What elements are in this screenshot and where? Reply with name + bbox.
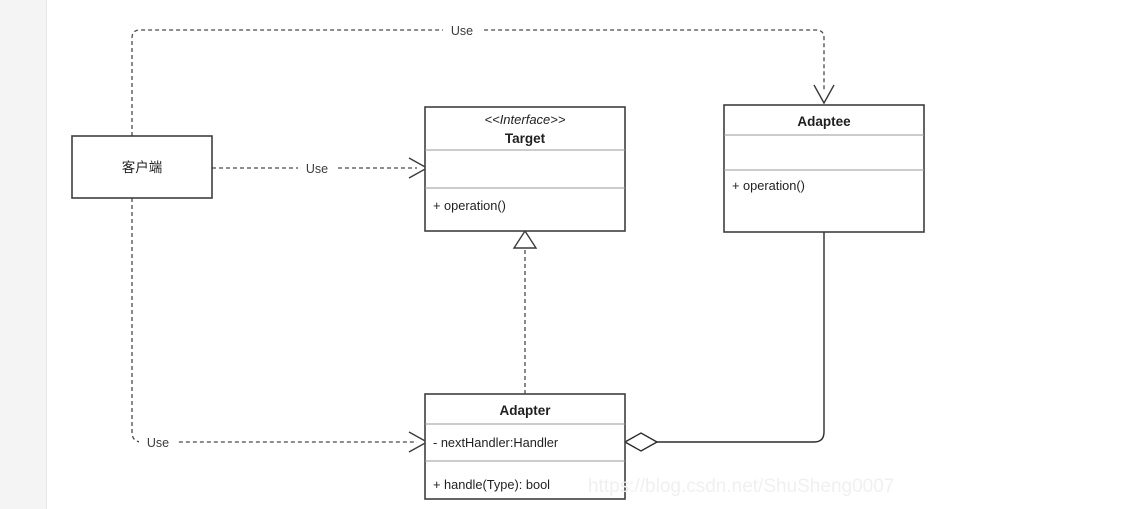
edge-label-use-adaptee: Use: [451, 24, 473, 38]
node-adapter[interactable]: Adapter - nextHandler:Handler + handle(T…: [424, 393, 626, 500]
adapter-attribute-0: - nextHandler:Handler: [433, 435, 559, 450]
adapter-name: Adapter: [499, 403, 551, 418]
node-target[interactable]: <<Interface>> Target + operation(): [424, 106, 626, 232]
node-client[interactable]: 客户端: [71, 135, 213, 199]
node-adaptee[interactable]: Adaptee + operation(): [723, 104, 925, 233]
edge-adapter-aggregates-adaptee[interactable]: [623, 232, 825, 452]
client-name: 客户端: [122, 159, 163, 175]
left-gutter: [0, 0, 47, 509]
edge-path-client-adapter: [131, 198, 417, 443]
edge-label-use-adapter: Use: [147, 436, 169, 450]
adaptee-box: [723, 104, 925, 233]
edge-label-backing: [298, 160, 336, 177]
adaptee-method-0: + operation(): [732, 178, 805, 193]
target-method-0: + operation(): [433, 198, 506, 213]
target-stereotype: <<Interface>>: [485, 112, 566, 127]
edge-client-uses-adaptee[interactable]: Use: [131, 22, 835, 136]
arrowhead-hollow-diamond: [623, 432, 659, 452]
edge-label-use-target: Use: [306, 162, 328, 176]
edge-label-backing: [139, 434, 177, 451]
edge-label-backing: [443, 22, 481, 39]
arrowhead-open-adaptee: [813, 84, 835, 105]
edge-adapter-realizes-target[interactable]: [512, 229, 538, 394]
client-box: [71, 135, 213, 199]
adaptee-name: Adaptee: [797, 114, 851, 129]
target-box: [424, 106, 626, 232]
edge-path-adapter-adaptee: [656, 232, 825, 443]
target-name: Target: [505, 131, 546, 146]
edge-client-uses-target[interactable]: Use: [212, 157, 429, 179]
adapter-box: [424, 393, 626, 500]
adapter-method-0: + handle(Type): bool: [433, 477, 550, 492]
edge-client-uses-adapter[interactable]: Use: [131, 198, 429, 453]
watermark-text: https://blog.csdn.net/ShuSheng0007: [588, 476, 894, 497]
arrowhead-hollow-triangle: [512, 229, 538, 249]
